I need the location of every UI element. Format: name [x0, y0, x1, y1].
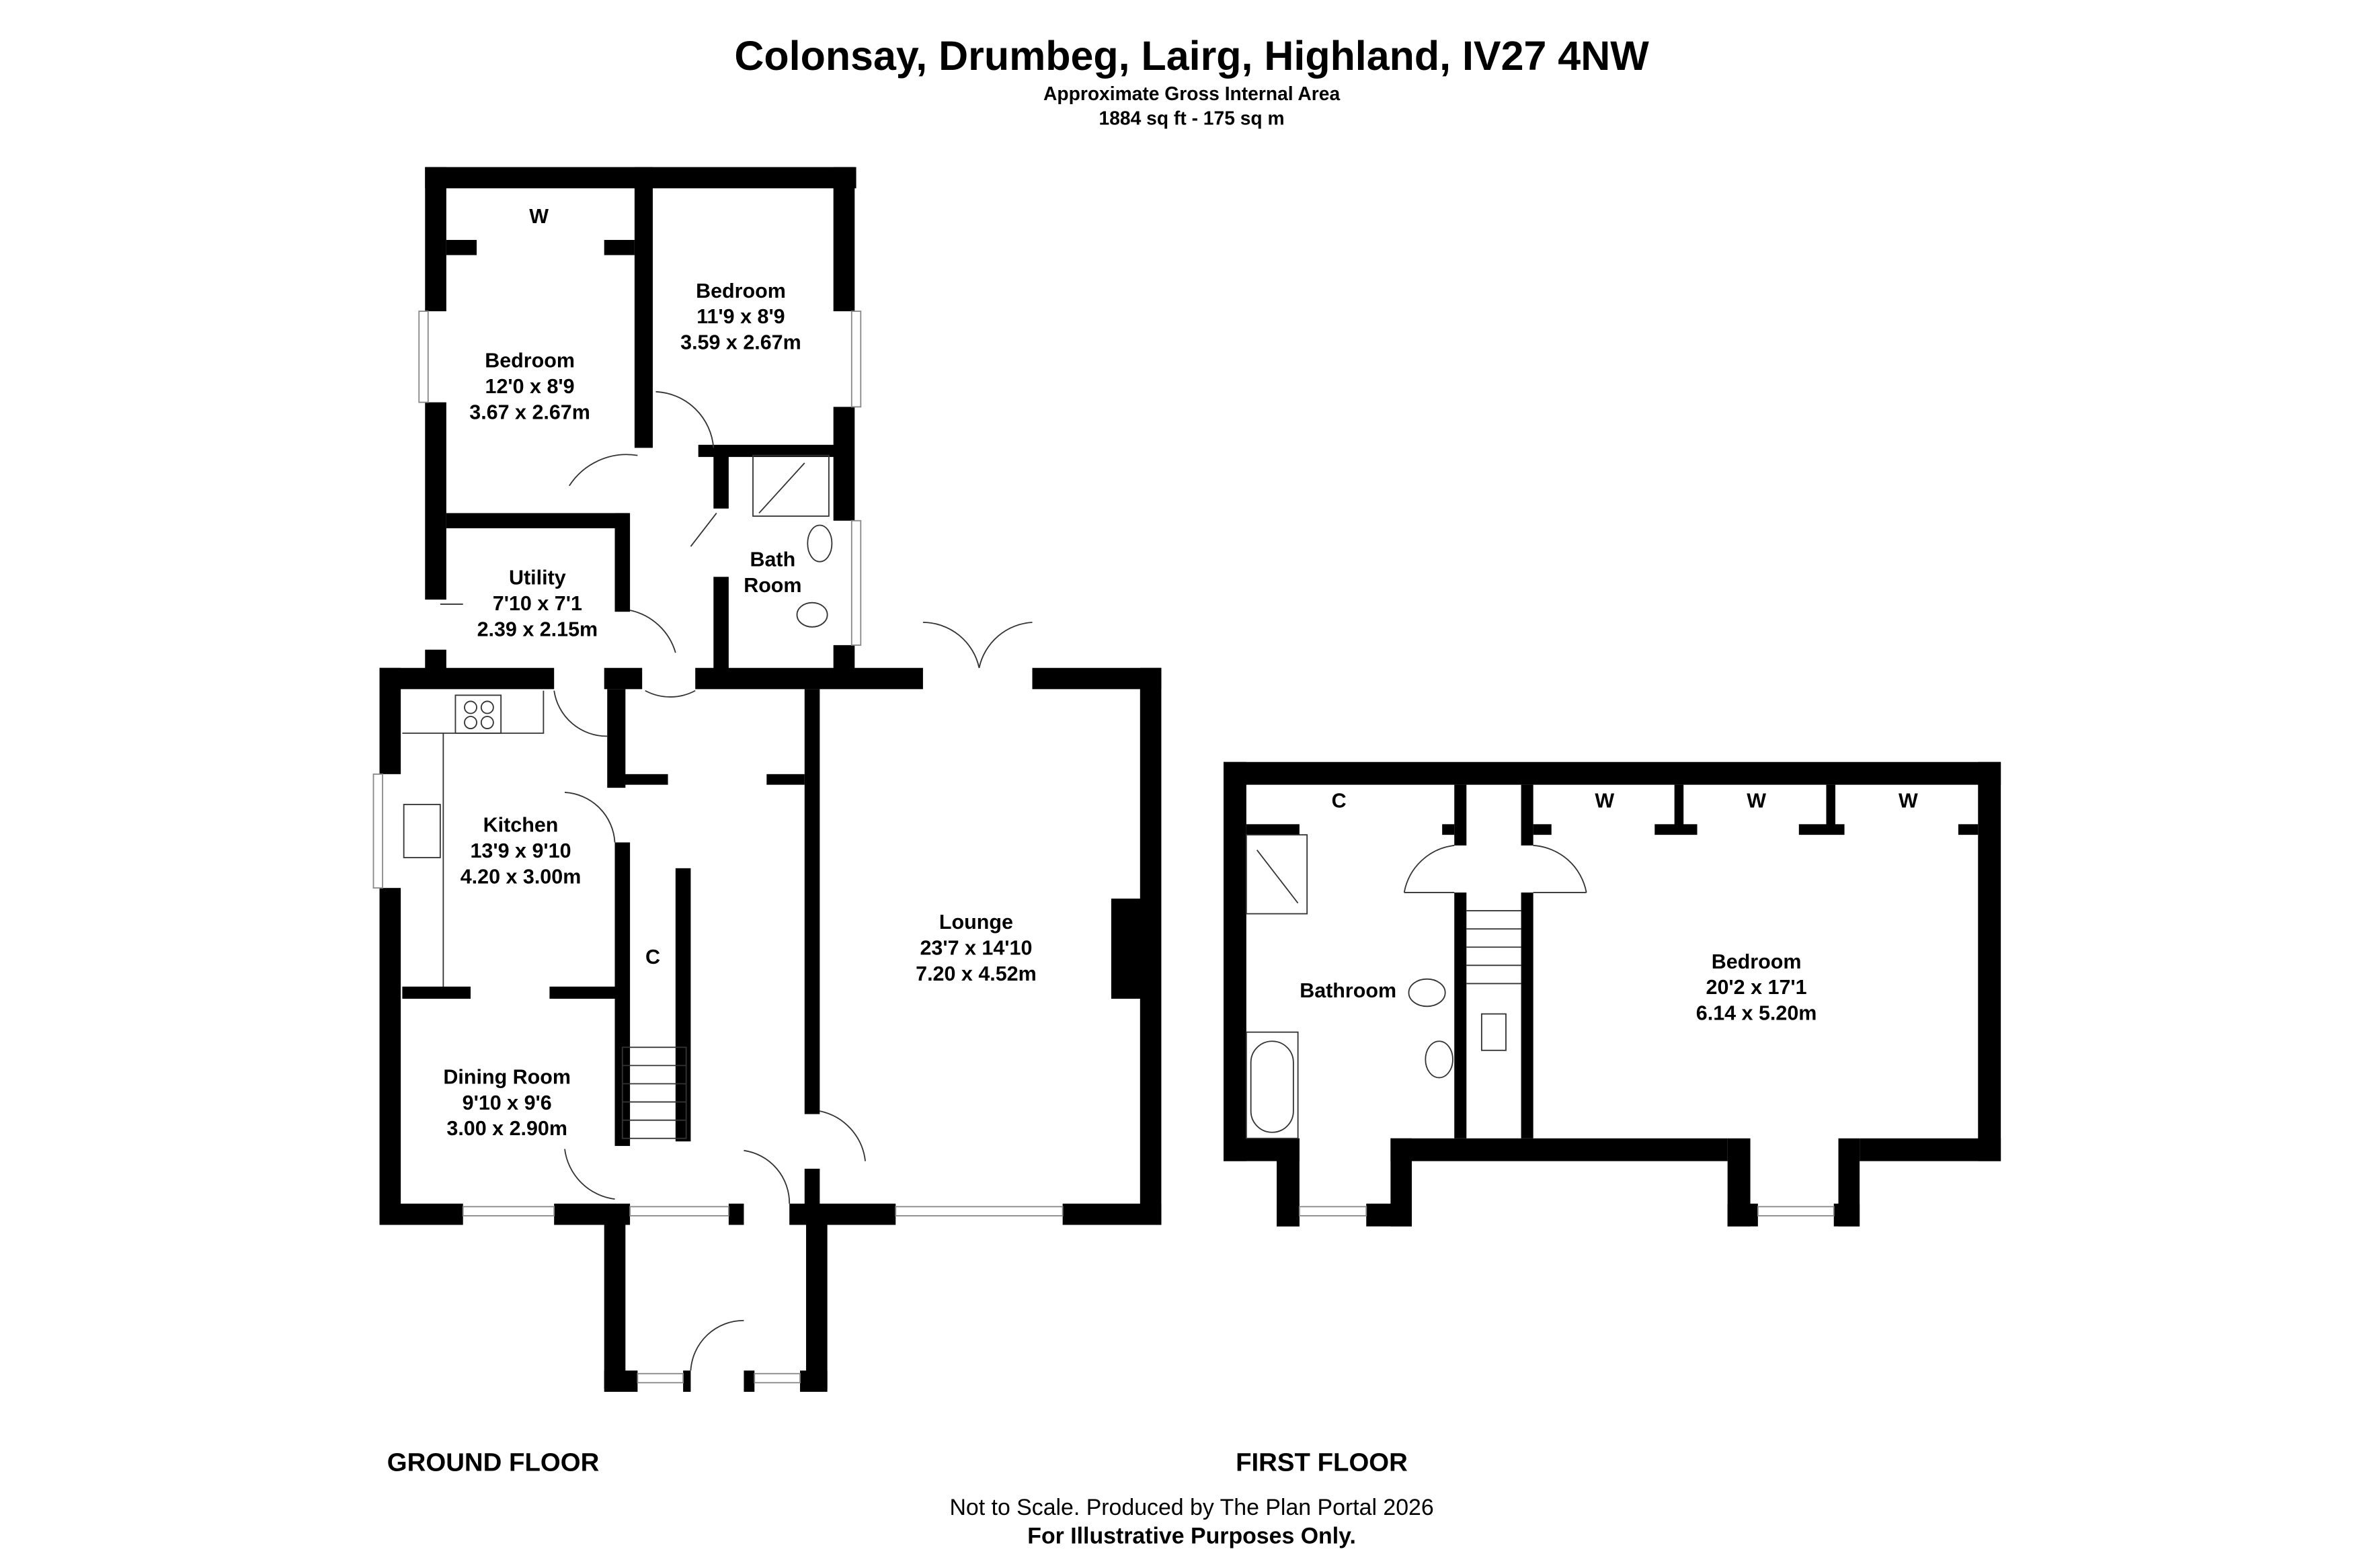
room-bedroom-1: Bedroom 12'0 x 8'9 3.67 x 2.67m — [469, 349, 590, 424]
room-name: Bedroom — [485, 349, 575, 372]
area-value: 1884 sq ft - 175 sq m — [1099, 107, 1285, 128]
room-kitchen: Kitchen 13'9 x 9'10 4.20 x 3.00m — [461, 814, 582, 889]
room-dimensions-metric: 3.00 x 2.90m — [446, 1117, 567, 1140]
ff-cupboard-label: C — [1332, 790, 1347, 813]
room-dimensions-metric: 7.20 x 4.52m — [916, 962, 1037, 985]
cupboard-label: C — [645, 946, 660, 968]
ground-floor-windows — [372, 311, 1064, 1384]
ff-wardrobe-label-2: W — [1747, 790, 1766, 813]
ff-wardrobe-label-3: W — [1899, 790, 1918, 813]
room-dimensions-imperial: 20'2 x 17'1 — [1706, 976, 1807, 999]
room-name: Utility — [509, 567, 566, 589]
room-bedroom-2: Bedroom 11'9 x 8'9 3.59 x 2.67m — [680, 280, 801, 354]
ground-floor-walls — [379, 167, 1162, 1392]
room-dimensions-imperial: 11'9 x 8'9 — [696, 305, 785, 328]
room-dimensions-imperial: 9'10 x 9'6 — [463, 1091, 552, 1114]
room-name: Dining Room — [443, 1065, 571, 1088]
room-bathroom: Bathroom — [1300, 979, 1396, 1002]
first-floor-walls — [1224, 761, 2001, 1227]
first-floor-fixtures — [1245, 834, 1587, 1139]
room-dining-room: Dining Room 9'10 x 9'6 3.00 x 2.90m — [443, 1065, 571, 1140]
room-dimensions-imperial: 23'7 x 14'10 — [920, 937, 1032, 960]
room-bedroom-first-floor: Bedroom 20'2 x 17'1 6.14 x 5.20m — [1696, 950, 1817, 1025]
ff-wardrobe-label-1: W — [1595, 790, 1614, 813]
first-floor-windows — [1299, 1206, 1835, 1216]
ground-floor-label: GROUND FLOOR — [387, 1448, 600, 1477]
room-name: Room — [744, 574, 801, 597]
room-dimensions-metric: 3.59 x 2.67m — [680, 331, 801, 354]
room-dimensions-metric: 3.67 x 2.67m — [469, 401, 590, 423]
room-dimensions-imperial: 13'9 x 9'10 — [470, 839, 571, 862]
room-dimensions-imperial: 7'10 x 7'1 — [493, 592, 582, 615]
room-name: Bedroom — [1712, 950, 1802, 973]
room-lounge: Lounge 23'7 x 14'10 7.20 x 4.52m — [916, 911, 1037, 985]
ground-floor-fixtures — [402, 390, 1033, 1371]
wardrobe-label: W — [529, 205, 549, 228]
area-subtitle: Approximate Gross Internal Area — [1043, 83, 1340, 104]
room-dimensions-metric: 2.39 x 2.15m — [477, 618, 598, 641]
room-utility: Utility 7'10 x 7'1 2.39 x 2.15m — [477, 567, 598, 641]
footer-disclaimer: Not to Scale. Produced by The Plan Porta… — [949, 1495, 1433, 1520]
room-name: Lounge — [939, 911, 1013, 934]
room-dimensions-imperial: 12'0 x 8'9 — [485, 375, 575, 398]
room-dimensions-metric: 4.20 x 3.00m — [461, 865, 582, 888]
room-name: Kitchen — [483, 814, 559, 837]
room-name: Bedroom — [696, 280, 786, 302]
footer-illustrative: For Illustrative Purposes Only. — [1027, 1524, 1356, 1549]
room-bath-room: Bath Room — [744, 548, 801, 596]
room-dimensions-metric: 6.14 x 5.20m — [1696, 1002, 1817, 1025]
property-title: Colonsay, Drumbeg, Lairg, Highland, IV27… — [734, 33, 1649, 79]
room-name: Bath — [750, 548, 795, 571]
first-floor-label: FIRST FLOOR — [1236, 1448, 1408, 1477]
